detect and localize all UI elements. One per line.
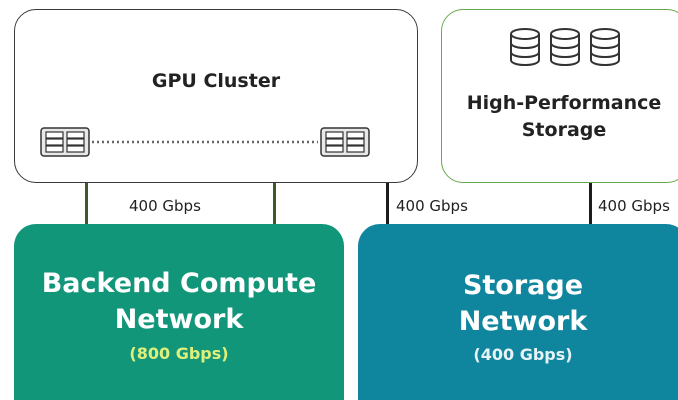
- storage-title-line2: Storage: [521, 119, 607, 141]
- storage-network: Storage Network (400 Gbps): [358, 224, 678, 400]
- backend-network-title-line1: Backend Compute: [41, 268, 317, 299]
- backend-network-title-line2: Network: [114, 304, 244, 335]
- backend-network-subtitle: (800 Gbps): [129, 344, 229, 363]
- gpu-cluster-box: GPU Cluster: [14, 9, 418, 183]
- interconnect-dotted-line: [92, 140, 318, 144]
- database-icon: [590, 28, 620, 67]
- storage-box: High-Performance Storage: [441, 9, 678, 183]
- server-node-icon: [320, 127, 370, 157]
- backend-link-label: 400 Gbps: [129, 197, 201, 215]
- server-node-icon: [40, 127, 90, 157]
- storage-network-title-line2: Network: [458, 306, 588, 337]
- backend-link-left: [85, 183, 88, 224]
- storage-title: High-Performance Storage: [442, 90, 678, 144]
- storage-link: [589, 183, 592, 224]
- backend-compute-network: Backend Compute Network (800 Gbps): [14, 224, 344, 400]
- gpu-cluster-title: GPU Cluster: [151, 70, 281, 92]
- storage-network-title-line1: Storage: [462, 270, 584, 301]
- database-icon: [510, 28, 540, 67]
- storage-network-subtitle: (400 Gbps): [473, 345, 573, 364]
- database-icon: [550, 28, 580, 67]
- storage-link-label: 400 Gbps: [598, 197, 670, 215]
- storage-title-line1: High-Performance: [466, 92, 662, 114]
- cluster-storage-link: [386, 183, 389, 224]
- cluster-storage-link-label: 400 Gbps: [396, 197, 468, 215]
- backend-link-right: [273, 183, 276, 224]
